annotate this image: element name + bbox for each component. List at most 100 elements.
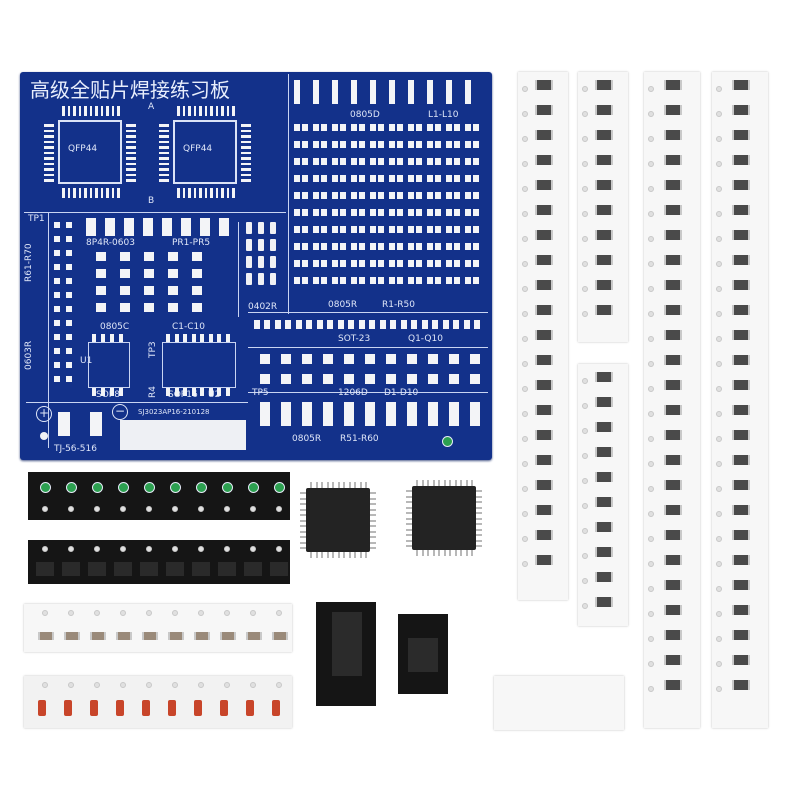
resistor-pad <box>302 209 308 216</box>
qfp44-label: QFP44 <box>68 144 98 154</box>
tape-hole <box>648 536 654 542</box>
qfp-pin <box>438 480 440 486</box>
qfp-pad <box>44 129 54 132</box>
smd-chip <box>732 155 750 165</box>
resistor-pad <box>321 260 327 267</box>
smd-chip <box>664 455 682 465</box>
tape-hole <box>582 286 588 292</box>
resistor-pad <box>408 209 414 216</box>
smd-chip <box>664 205 682 215</box>
qfp-pin <box>300 530 306 533</box>
tape-hole <box>648 586 654 592</box>
qfp-pin <box>300 525 306 527</box>
qfp-pin <box>471 480 473 486</box>
resistor-pad <box>408 124 414 131</box>
tape-hole <box>648 686 654 692</box>
qfp-pad <box>44 157 54 160</box>
smd-chip <box>664 380 682 390</box>
qfp-pin <box>365 552 367 558</box>
resistor-pad <box>378 158 384 165</box>
resistor-pad <box>435 209 441 216</box>
resistor-pad <box>66 348 72 354</box>
qfp-pad <box>100 106 103 116</box>
qfp-pin <box>476 528 482 531</box>
resistor-pad <box>435 192 441 199</box>
capacitor-pad <box>192 252 202 261</box>
sot23-component <box>114 562 132 576</box>
resistor-pad <box>378 141 384 148</box>
tape-hole <box>522 411 528 417</box>
diode-pad <box>428 374 438 384</box>
resistor-pad <box>302 243 308 250</box>
tape-hole <box>120 610 126 616</box>
resistor-pad <box>302 158 308 165</box>
resistor-pad <box>340 209 346 216</box>
smd-chip <box>535 105 553 115</box>
qfp-pin <box>310 482 312 488</box>
qfp-pin <box>406 506 412 509</box>
resistor-pad <box>435 175 441 182</box>
resistor-pad <box>465 209 471 216</box>
qfp-pad <box>44 179 54 182</box>
smd-chip <box>732 530 750 540</box>
qfp-pad <box>193 188 196 198</box>
smd-chip <box>664 355 682 365</box>
resistor-pad <box>66 334 72 340</box>
tape-hole <box>648 561 654 567</box>
qfp-pad <box>78 188 81 198</box>
qfp-pad <box>62 188 65 198</box>
resistor-pad <box>378 226 384 233</box>
resistor-pad <box>340 243 346 250</box>
qfp-pin <box>406 523 412 525</box>
smd-chip <box>732 380 750 390</box>
capacitor-chip <box>246 632 262 640</box>
qfp-pad <box>159 124 169 127</box>
tape-hole <box>648 161 654 167</box>
qfp-pad <box>204 106 207 116</box>
tape-hole <box>716 661 722 667</box>
qfp-pin <box>406 539 412 542</box>
tape-hole <box>522 311 528 317</box>
diode-pad <box>386 374 396 384</box>
resistor-pad <box>370 158 376 165</box>
led-component <box>92 482 103 493</box>
resistor-pad <box>313 209 319 216</box>
resistor-pad <box>294 260 300 267</box>
tape-hole <box>522 561 528 567</box>
smd-chip <box>664 105 682 115</box>
led-component <box>222 482 233 493</box>
capacitor-pad <box>192 269 202 278</box>
resistor-pad <box>340 124 346 131</box>
label-r51-r60: R51-R60 <box>340 434 379 444</box>
practice-pcb-board: 高级全贴片焊接练习板 QFP44 QFP44 A B 0805D L1-L10 … <box>20 72 492 460</box>
label-tj: TJ-56-516 <box>54 444 97 454</box>
qfp-pad <box>159 157 169 160</box>
smd-chip <box>535 455 553 465</box>
resistor-pad <box>446 243 452 250</box>
resistor-pad <box>454 158 460 165</box>
qfp44-footprint-a: QFP44 <box>40 104 140 200</box>
qfp-pad <box>44 173 54 176</box>
resistor-pad <box>359 141 365 148</box>
resistor-pad <box>435 226 441 233</box>
inductor-pad <box>446 80 452 104</box>
qfp-pin <box>471 550 473 556</box>
qfp-pad <box>44 168 54 171</box>
sop-pad <box>217 334 221 342</box>
resistor-pad <box>302 277 308 284</box>
tape-hole <box>582 186 588 192</box>
qfp-pin <box>406 545 412 547</box>
capacitor-chip <box>272 632 288 640</box>
battery-pad <box>58 412 70 436</box>
qfp-pad <box>89 188 92 198</box>
label-1206d: 1206D <box>338 388 368 398</box>
tape-hole <box>172 546 178 552</box>
smd-chip <box>732 680 750 690</box>
tape-hole <box>224 546 230 552</box>
qfp-pad <box>188 106 191 116</box>
resistor-pad <box>351 226 357 233</box>
resistor-pad <box>446 124 452 131</box>
tape-hole <box>716 86 722 92</box>
resistor-pad <box>389 243 395 250</box>
tape-hole <box>522 286 528 292</box>
